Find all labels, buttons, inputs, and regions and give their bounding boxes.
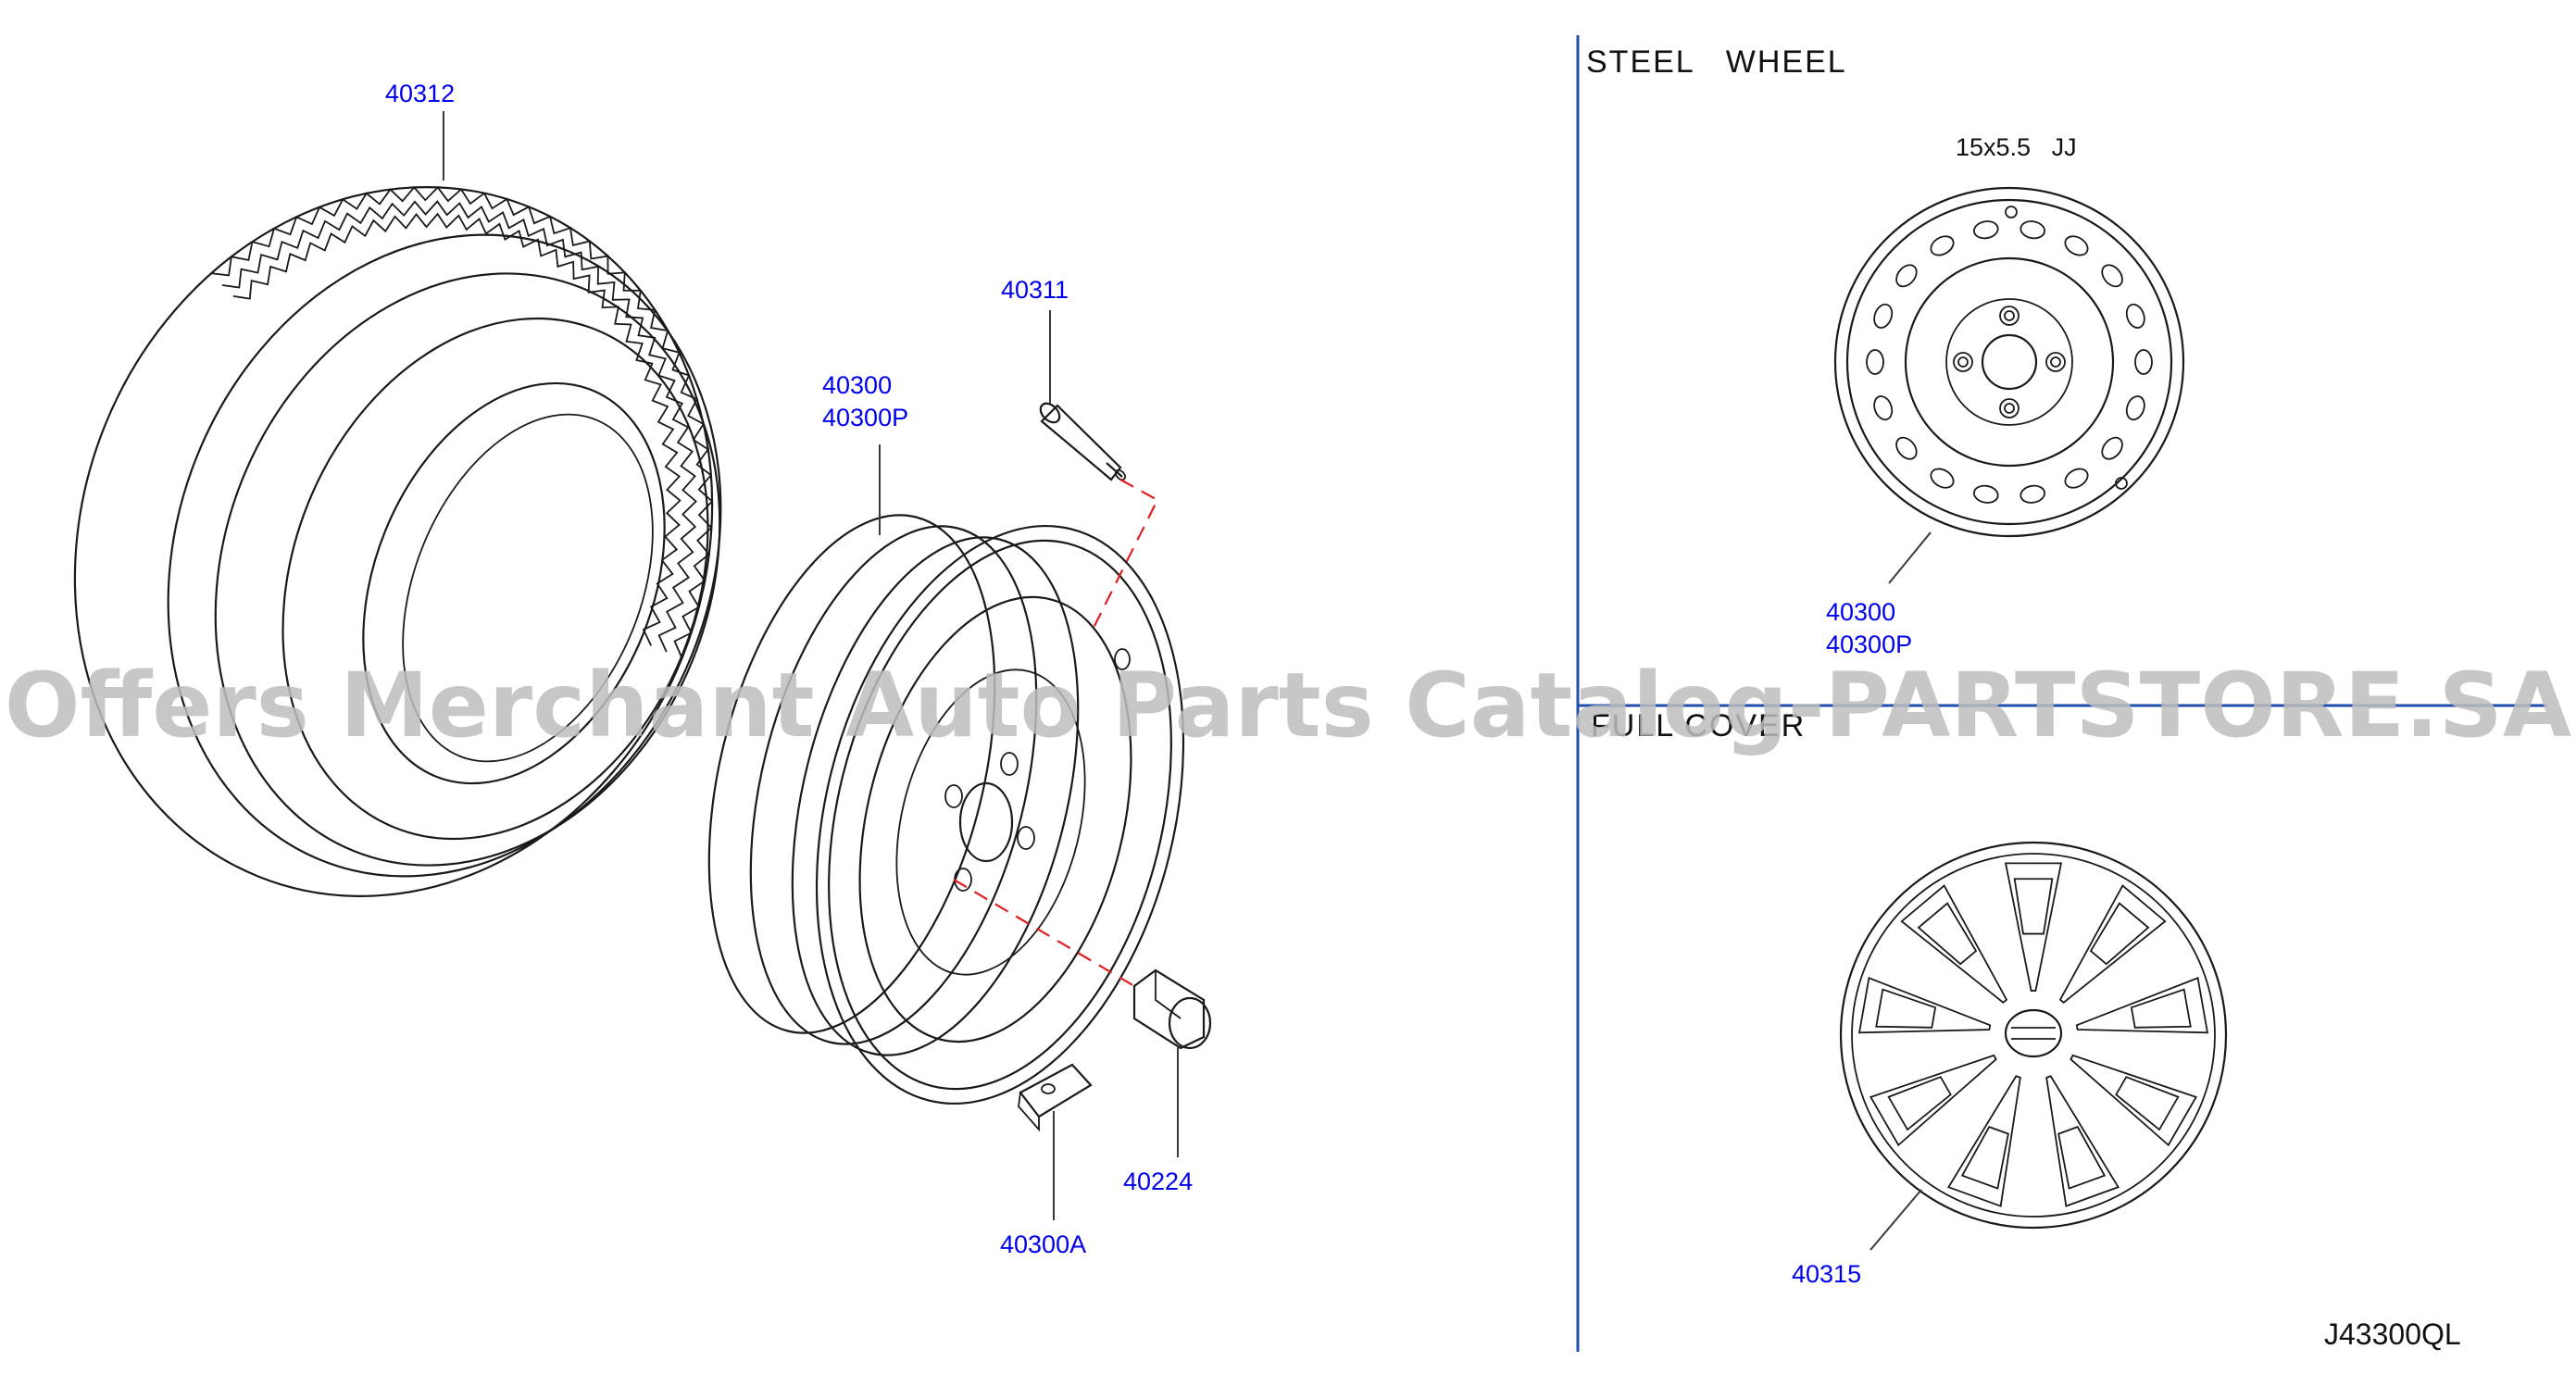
nut-assembly-line (953, 879, 1135, 987)
tread-pattern (232, 212, 682, 646)
drawing-code: J43300QL (2324, 1318, 2461, 1351)
vent-hole (1973, 220, 1999, 240)
vent-hole (2134, 349, 2153, 375)
tire-drawing (73, 186, 722, 897)
cover-spoke-recess (2013, 878, 2054, 935)
watermark: Offers Merchant Auto Parts Catalog-PARTS… (5, 654, 2571, 757)
callout-wheel-side-2[interactable]: 40300P (1826, 631, 1912, 658)
lug-hole-inner (2004, 403, 2015, 414)
callout-nut[interactable]: 40224 (1123, 1168, 1193, 1195)
wheel-drawing (707, 514, 1185, 1105)
lug-hole-inner (1957, 356, 1969, 368)
vent-hole (2101, 436, 2123, 460)
lug-hole (2045, 352, 2066, 372)
vent-hole (1873, 395, 1894, 421)
valve-stem-drawing (1039, 402, 1126, 481)
full-cover-front-view (1839, 841, 2228, 1230)
balance-weight-drawing (1018, 1063, 1093, 1132)
callout-wheel-main-2[interactable]: 40300P (822, 404, 908, 431)
vent-hole (1866, 349, 1884, 375)
cover-spoke (1857, 977, 1992, 1034)
vent-hole (2125, 303, 2145, 329)
callout-cover[interactable]: 40315 (1792, 1260, 1861, 1288)
callout-weight[interactable]: 40300A (1000, 1230, 1086, 1258)
vent-hole (1895, 436, 1918, 460)
callout-valve[interactable]: 40311 (1001, 276, 1069, 304)
cover-spoke (1947, 1075, 2021, 1207)
lug-hole (1953, 352, 1973, 372)
cover-spoke-recess (1887, 1076, 1952, 1131)
lug-hole (1999, 306, 2020, 326)
lug-nut-drawing (1132, 968, 1212, 1050)
cover-spoke (2075, 977, 2209, 1034)
tread-pattern (221, 200, 697, 653)
vent-hole (2020, 220, 2045, 240)
cover-spoke-recess (2115, 1076, 2180, 1131)
cover-spoke (2058, 884, 2167, 1004)
steel-wheel-front-view (1833, 186, 2185, 538)
vent-hole (2064, 235, 2089, 256)
lug-hole-inner (2004, 310, 2015, 321)
vent-hole (2101, 264, 2123, 288)
lug-hole (1999, 398, 2020, 418)
cover-spoke-recess (2089, 902, 2150, 966)
steel-wheel-title: STEEL WHEEL (1586, 44, 1847, 80)
vent-hole (1895, 264, 1918, 288)
cover-spoke (2070, 1054, 2198, 1147)
vent-hole (2020, 484, 2045, 504)
tread-pattern (211, 186, 714, 659)
lug-hole-inner (2050, 356, 2061, 368)
callout-wheel-side-1[interactable]: 40300 (1826, 598, 1895, 626)
cover-spoke (1869, 1054, 1997, 1147)
cover-spoke (2004, 862, 2063, 992)
vent-hole (1873, 303, 1894, 329)
cover-spoke-recess (2057, 1125, 2107, 1190)
steel-wheel-size: 15x5.5 JJ (1956, 133, 2077, 161)
leader-cover (1869, 1189, 1922, 1251)
vent-hole (2064, 468, 2089, 489)
full-cover-title: FULL COVER (1591, 708, 1806, 743)
vent-hole (2125, 395, 2145, 421)
cover-spoke-recess (1875, 988, 1937, 1029)
callout-tire[interactable]: 40312 (385, 80, 455, 107)
callout-wheel-main-1[interactable]: 40300 (822, 371, 892, 399)
cover-spoke-recess (1917, 902, 1978, 966)
cover-spoke-recess (1960, 1125, 2009, 1190)
cover-spoke (2045, 1075, 2120, 1207)
vent-hole (1973, 484, 1999, 504)
cover-spoke (1900, 884, 2008, 1004)
vent-hole (1930, 235, 1955, 256)
vent-hole (1930, 468, 1955, 489)
leader-wheel-side (1888, 531, 1932, 584)
cover-spoke-recess (2130, 988, 2192, 1029)
valve-assembly-line (1092, 479, 1159, 631)
